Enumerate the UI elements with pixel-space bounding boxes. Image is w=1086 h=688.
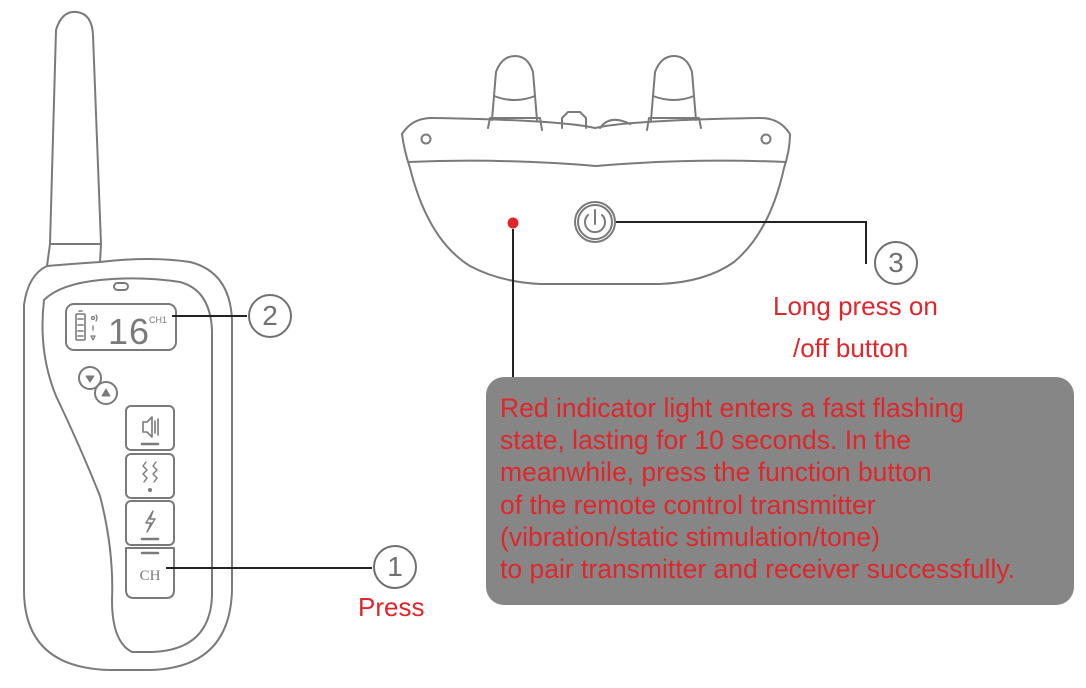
arrow-down-icon bbox=[85, 375, 95, 383]
static-shock-icon bbox=[145, 510, 156, 533]
remote-transmitter bbox=[23, 10, 233, 671]
red-indicator-light bbox=[507, 217, 519, 229]
step-3-label-line1: Long press on bbox=[773, 291, 938, 321]
info-line: of the remote control transmitter bbox=[500, 489, 876, 520]
antenna-collar bbox=[46, 243, 102, 267]
tone-icon bbox=[142, 416, 159, 438]
ch-button-label: CH bbox=[140, 568, 161, 584]
pairing-info-box: Red indicator light enters a fast flashi… bbox=[486, 377, 1074, 605]
screw-hole-right bbox=[760, 133, 772, 145]
info-line: (vibration/static stimulation/tone) bbox=[500, 521, 880, 552]
info-line: Red indicator light enters a fast flashi… bbox=[500, 393, 965, 423]
info-line: meanwhile, press the function button bbox=[500, 457, 932, 488]
tone-button[interactable] bbox=[125, 405, 175, 451]
contact-probe-left bbox=[491, 55, 538, 121]
transmitter-body bbox=[23, 258, 233, 671]
static-shock-button[interactable] bbox=[125, 500, 175, 546]
info-line: to pair transmitter and receiver success… bbox=[500, 554, 1015, 585]
vibration-button[interactable] bbox=[125, 453, 175, 499]
lcd-channel: CH1 bbox=[149, 315, 167, 325]
collar-receiver bbox=[401, 55, 791, 285]
contact-probe-right bbox=[650, 55, 697, 121]
receiver-body bbox=[401, 133, 791, 285]
leader-line-power bbox=[616, 221, 867, 264]
battery-icon bbox=[75, 310, 86, 341]
step-1-label: Press bbox=[358, 592, 425, 622]
step-2-number: 2 bbox=[248, 294, 292, 338]
arrow-up-icon bbox=[101, 388, 111, 397]
step-3-label-line2: /off button bbox=[793, 333, 909, 363]
power-icon bbox=[584, 209, 606, 234]
step-3-number: 3 bbox=[874, 241, 918, 285]
power-button[interactable] bbox=[574, 201, 616, 243]
info-line: state, lasting for 10 seconds. In the bbox=[500, 425, 911, 456]
transmitter-led-slot bbox=[113, 282, 129, 291]
arrow-down-button[interactable] bbox=[78, 366, 102, 390]
lcd-number: 16 bbox=[108, 311, 150, 352]
receiver-top-rim bbox=[401, 117, 791, 135]
arrow-up-button[interactable] bbox=[94, 381, 118, 405]
transmitter-grip-contour bbox=[41, 277, 213, 653]
ch-button[interactable] bbox=[125, 547, 175, 599]
screw-hole-left bbox=[420, 133, 432, 145]
lcd-mode-icons bbox=[90, 314, 98, 341]
step-1-number: 1 bbox=[373, 545, 417, 589]
vibration-icon bbox=[142, 461, 158, 483]
lcd-screen bbox=[65, 303, 177, 351]
transmitter-antenna bbox=[49, 10, 102, 245]
